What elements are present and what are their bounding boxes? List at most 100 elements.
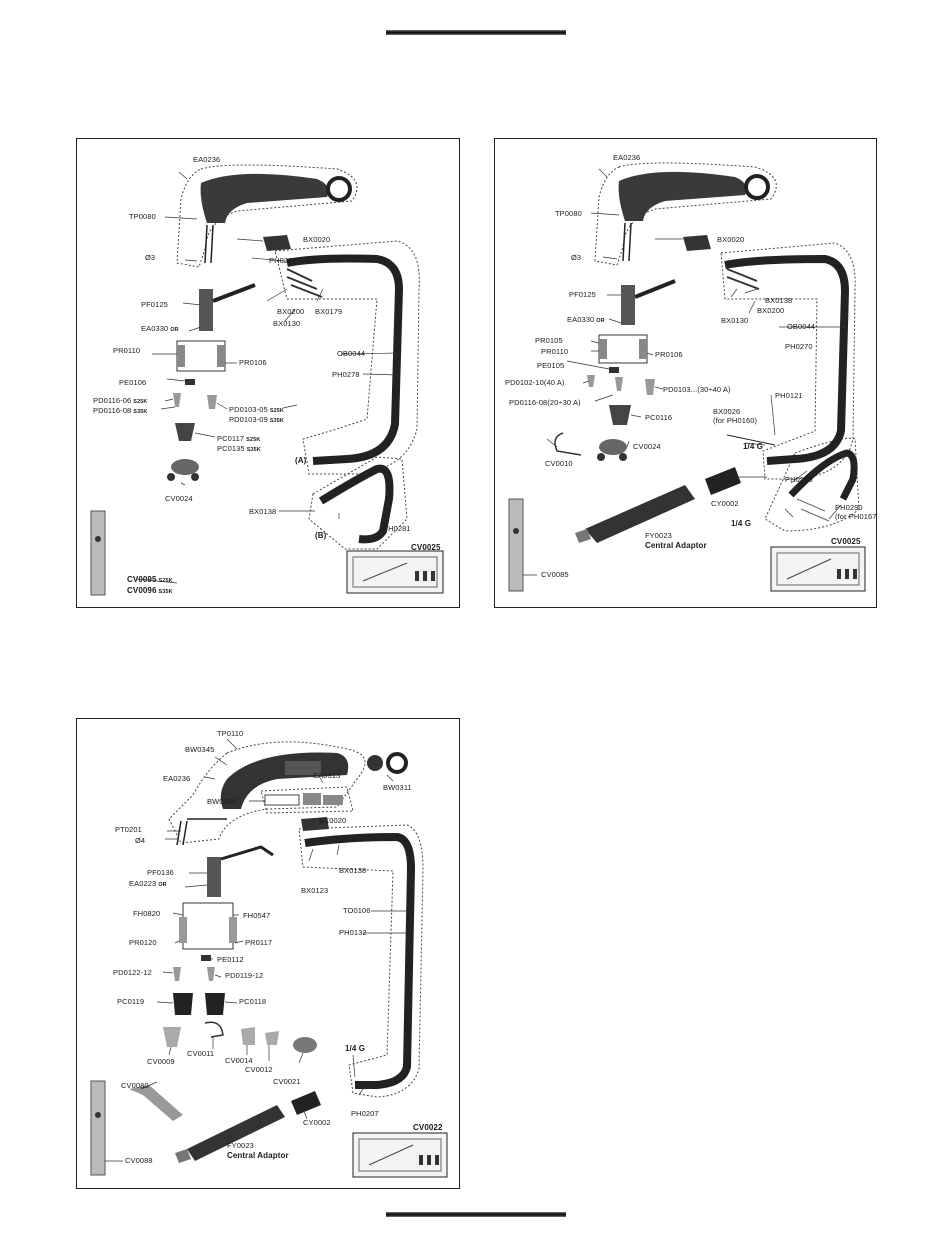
label-cv0009: CV0009 [147,1057,175,1066]
label-ph0121: PH0121 [775,391,803,400]
label-cv0025: CV0025 [831,537,861,546]
label-pf0125: PF0125 [141,300,168,309]
label-bx0020: BX0020 [717,235,745,244]
label-cv0024: CV0024 [165,494,193,503]
label-pd0116: PD0116-08(20÷30 A) [509,398,581,407]
label-o3: Ø3 [145,253,156,262]
label-ph0285: PH0285 [785,475,813,484]
label-bw0311: BW0311 [383,783,412,792]
label-pt0201: PT0201 [115,825,142,834]
label-cv0014: CV0014 [225,1056,253,1065]
label-ph0290: PH0290(for PH0167) [835,503,877,521]
label-pr0106: PR0106 [239,358,267,367]
label-tp0080: TP0080 [555,209,582,218]
label-cv0022: CV0022 [413,1123,443,1132]
label-bx0130: BX0130 [273,319,301,328]
label-bx0200: BX0200 [277,307,305,316]
handle [618,171,747,221]
panel-torch-a: EA0236 TP0080 BX0020 Ø3 PH0288 PF0125 BX… [76,138,460,608]
label-pf0136: PF0136 [147,868,174,877]
label-pf0125: PF0125 [569,290,596,299]
label-o3: Ø3 [571,253,582,262]
label-ob0044: OB0044 [337,349,366,358]
label-central-adaptor: Central Adaptor [227,1151,289,1160]
torch-a-drawing [90,164,444,596]
label-ph0278: PH0278 [332,370,360,379]
label-ob0044: OB0044 [787,322,816,331]
label-pd0119: PD0119-12 [225,971,264,980]
label-cv0080: CV0080 [121,1081,149,1090]
label-pd0103: PD0103...(30÷40 A) [663,385,731,394]
label-ph0288: PH0288 [269,256,297,265]
label-bx0130: BX0130 [721,316,749,325]
label-ea0313: EA0313 [313,771,341,780]
label-fh0547: FH0547 [243,911,271,920]
label-bw0340: BW0340 [207,797,237,806]
label-pc0119: PC0119 [117,997,145,1006]
handle [200,173,329,223]
label-cv0010: CV0010 [545,459,573,468]
label-ea0330-or: OR [596,318,605,324]
label-ph0281: PH0281 [383,524,411,533]
label-quarter-g-bottom: 1/4 G [731,519,752,528]
label-pe0105: PE0105 [537,361,565,370]
label-pr0105: PR0105 [535,336,563,345]
label-cy0002: CY0002 [303,1118,331,1127]
label-pe0106: PE0106 [119,378,147,387]
label-pc0118: PC0118 [239,997,267,1006]
torch-b-drawing [508,162,866,592]
label-tp0080: TP0080 [129,212,156,221]
label-cy0002: CY0002 [711,499,739,508]
label-bx0026: BX0026(for PH0160) [713,407,758,425]
label-bx0138: BX0138 [339,866,367,875]
label-b-mark: (B) [315,531,327,540]
label-bx0200: BX0200 [757,306,785,315]
panel-torch-c: TP0110 BW0345 EA0236 EA0313 BW0311 BW034… [76,718,460,1189]
label-cv0021: CV0021 [273,1077,301,1086]
label-pr0117: PR0117 [245,938,273,947]
bottom-rule [386,1212,566,1217]
label-central-adaptor: Central Adaptor [645,541,707,550]
label-pr0110: PR0110 [541,347,569,356]
label-bx0138: BX0138 [765,296,793,305]
label-cv0025: CV0025 [411,543,441,552]
label-a-mark: (A) [295,456,307,465]
label-ea0236: EA0236 [163,774,191,783]
label-to0106: TO0106 [343,906,371,915]
label-pr0110: PR0110 [113,346,141,355]
label-o4: Ø4 [135,836,146,845]
label-cv0011: CV0011 [187,1049,215,1058]
label-ea0330-or: OR [170,327,179,333]
label-quarter-g: 1/4 G [345,1044,366,1053]
label-cv0024: CV0024 [633,442,661,451]
label-bx0020: BX0020 [303,235,331,244]
label-quarter-g-top: 1/4 G [743,442,764,451]
panel-torch-b: EA0236 TP0080 BX0020 Ø3 PF0125 BX0138 BX… [494,138,877,608]
label-cv0012: CV0012 [245,1065,273,1074]
label-pc0116: PC0116 [645,413,673,422]
label-ea0236: EA0236 [613,153,641,162]
label-pr0106: PR0106 [655,350,683,359]
label-fy0023: FY0023 [227,1141,254,1150]
label-pe0112: PE0112 [217,955,244,964]
label-bw0345: BW0345 [185,745,215,754]
label-bx0123: BX0123 [301,886,329,895]
label-bx0179: BX0179 [315,307,343,316]
label-fy0023: FY0023 [645,531,672,540]
label-cv0088: CV0088 [125,1156,153,1165]
torch-c-drawing [90,738,448,1178]
label-pr0120: PR0120 [129,938,157,947]
top-rule [386,30,566,35]
label-ph0270: PH0270 [785,342,813,351]
label-ph0207: PH0207 [351,1109,379,1118]
